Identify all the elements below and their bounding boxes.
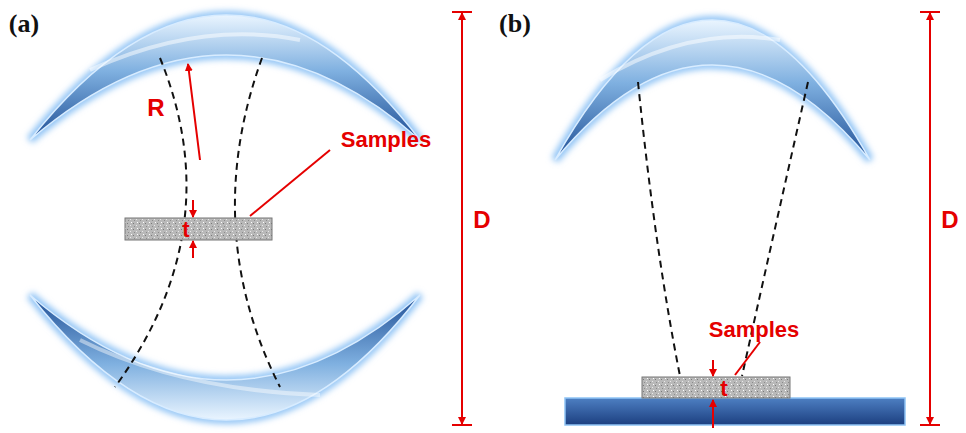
dimension-label: D [473, 208, 490, 232]
panel-letter: (a) [9, 11, 39, 37]
dimension-arrow [929, 413, 931, 424]
dimension-line [929, 24, 931, 413]
top-mirror-a [30, 15, 420, 140]
dimension-line [461, 24, 463, 413]
substrate [565, 398, 905, 425]
dimension-tick [452, 11, 472, 13]
sample-slab [125, 218, 272, 240]
dimension-tick [920, 11, 940, 13]
thickness-arrow [712, 360, 714, 376]
part-label: Samples [709, 319, 800, 341]
dimension-tick [452, 424, 472, 426]
beam-edge [638, 82, 680, 376]
bottom-mirror-a [30, 295, 420, 420]
dimension-arrow [929, 13, 931, 24]
panel-letter: (b) [499, 11, 531, 37]
leader-line [250, 150, 330, 216]
dimension-arrow [461, 413, 463, 424]
leader-line [735, 342, 760, 375]
thickness-arrow [712, 400, 714, 428]
thickness-arrow [192, 200, 194, 217]
sample-slab [642, 377, 790, 398]
thickness-label: t [720, 378, 727, 400]
thickness-arrow [192, 241, 194, 258]
top-mirror-b [555, 20, 870, 160]
dimension-arrow [461, 13, 463, 24]
radius-arrow [188, 64, 200, 160]
thickness-label: t [182, 219, 189, 241]
dimension-tick [920, 424, 940, 426]
part-label: Samples [341, 129, 432, 151]
radius-label: R [147, 96, 164, 120]
dimension-label: D [941, 208, 958, 232]
